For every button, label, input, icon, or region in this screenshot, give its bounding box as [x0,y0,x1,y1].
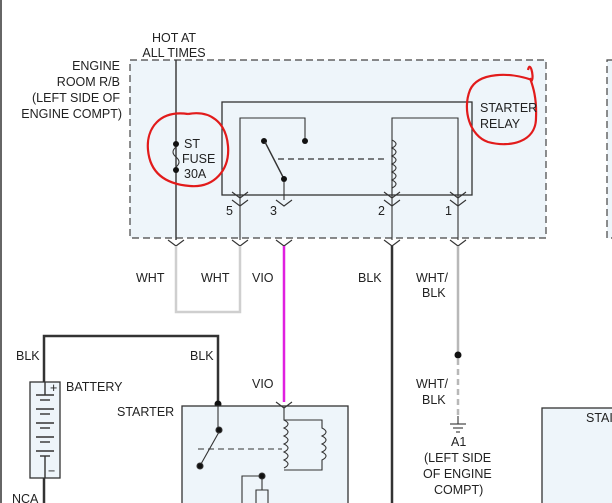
relay-block-label-2: ROOM R/B [57,75,120,89]
wire-label-whtblk-bot-2: BLK [422,393,446,407]
fuse-annotation-circle [146,112,230,188]
wire-label-whtblk-top-1: WHT/ [416,271,448,285]
relay-switch-arm [264,141,284,178]
white-wire-loop [174,246,242,314]
pin-2-label: 2 [378,204,385,218]
block-edge-connectors [167,239,467,247]
battery-positive-wire [42,334,220,404]
relay-annotation-circle [465,65,538,146]
wire-label-wht-a: WHT [136,271,165,285]
ground-location-2: OF ENGINE [423,467,492,481]
battery-label: BATTERY [66,380,123,394]
relay-block-label-4: ENGINE COMPT) [21,107,122,121]
pin-5-label: 5 [226,204,233,218]
wire-label-wht-b: WHT [201,271,230,285]
relay-block-label-1: ENGINE [72,59,120,73]
hot-label-1: HOT AT [152,31,196,45]
starter-relay-box [221,101,473,196]
wire-label-whtblk-top-2: BLK [422,286,446,300]
pin-1-label: 1 [445,204,452,218]
starter-box [181,405,349,503]
ground-location-3: COMPT) [434,483,483,497]
battery-minus-sign: − [48,464,55,478]
relay-label-1: STARTER [480,101,537,115]
relay-pin-connectors [231,191,467,207]
relay-block-label-3: (LEFT SIDE OF [32,91,120,105]
relay-contact-fixed [302,138,308,144]
fuse-terminal-bottom [173,167,179,173]
pin-3-label: 3 [270,204,277,218]
wire-label-whtblk-bot-1: WHT/ [416,377,448,391]
fuse-label-3: 30A [184,167,207,181]
ground-location-1: (LEFT SIDE [424,451,491,465]
ground-label-a1: A1 [451,435,466,449]
wire-label-vio-bottom: VIO [252,377,274,391]
relay-contact-arm-pivot [281,176,287,182]
battery-plus-sign: + [50,381,57,395]
starter-label: STARTER [117,405,174,419]
wire-label-vio-top: VIO [252,271,274,285]
nca-label: NCA [12,492,39,503]
relay-label-2: RELAY [480,117,521,131]
fuse-element [172,146,180,168]
adjacent-block-right [606,59,612,239]
adjacent-box-label: STAI [586,411,612,425]
starter-internals [196,401,327,503]
hot-label-2: ALL TIMES [142,46,205,60]
relay-coil [390,139,397,189]
wire-label-blk-mid: BLK [358,271,382,285]
relay-switch-frame [239,117,306,195]
wire-label-blk-left-1: BLK [16,349,40,363]
wire-label-blk-left-2: BLK [190,349,214,363]
battery-cells [36,382,54,478]
adjacent-starter-box [541,407,612,503]
fuse-terminal-top [173,141,179,147]
ground-symbol [450,416,466,433]
fuse-label-2: FUSE [182,152,215,166]
fuse-label-1: ST [184,137,200,151]
wire-junction-dot [454,351,462,359]
